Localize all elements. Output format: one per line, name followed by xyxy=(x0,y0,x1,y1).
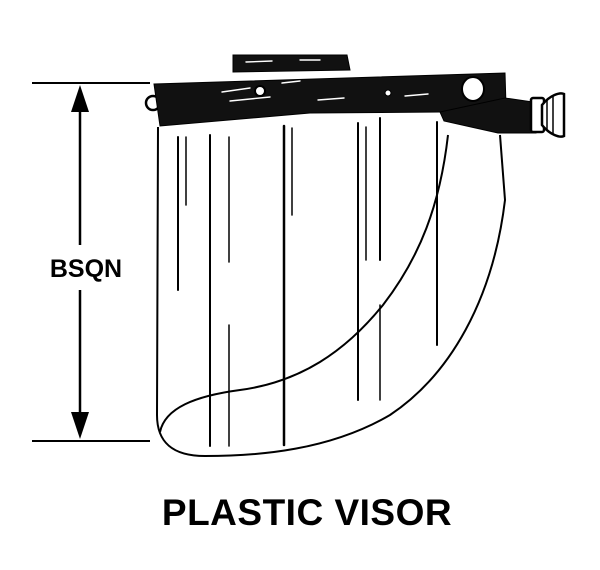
adjustment-knob xyxy=(529,92,566,138)
band-texture xyxy=(221,59,429,102)
height-dimension xyxy=(32,82,150,442)
visor-inner-curve xyxy=(159,134,449,433)
dimension-label: BSQN xyxy=(50,255,122,283)
headband-upper-strap xyxy=(232,54,351,73)
visor-shield-outline xyxy=(155,126,507,458)
diagram-caption: PLASTIC VISOR xyxy=(162,492,452,533)
band-rivet-right xyxy=(461,76,485,102)
visor-illustration xyxy=(144,54,566,458)
band-rivet-middle xyxy=(384,89,392,97)
dimension-arrowhead-top xyxy=(71,85,89,112)
dimension-arrowhead-bottom xyxy=(71,412,89,439)
visor-highlight-streaks xyxy=(177,117,438,447)
band-rivet-left xyxy=(254,85,266,97)
